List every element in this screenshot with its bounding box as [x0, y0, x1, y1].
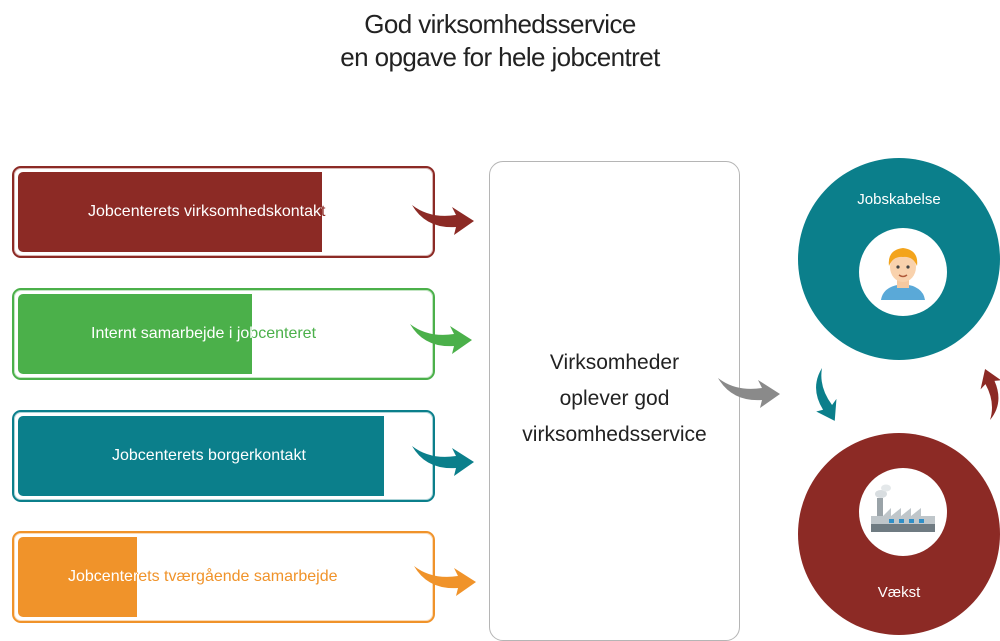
- bar-borgerkontakt: Jobcenterets borgerkontakt Jobcenterets …: [12, 410, 435, 502]
- circle-vaekst: Vækst: [798, 433, 1000, 635]
- factory-icon: [859, 468, 947, 556]
- arrow-center-icon: [718, 378, 780, 408]
- bar-virksomhedskontakt: Jobcenterets virksomhedskontakt Jobcente…: [12, 166, 435, 258]
- bar-label-overlay: Jobcenterets borgerkontakt: [18, 416, 384, 496]
- center-line-1: Virksomheder: [549, 351, 680, 374]
- bar-label: Jobcenterets tværgående samarbejde: [68, 568, 138, 585]
- circle-label-vaekst: Vækst: [877, 584, 921, 601]
- title-line-2: en opgave for hele jobcentret: [340, 42, 660, 72]
- center-box: Virksomheder oplever god virksomhedsserv…: [489, 161, 740, 641]
- circle-jobskabelse: Jobskabelse: [798, 158, 1000, 360]
- arrow-up-to-jobskabelse-icon: [973, 365, 1000, 420]
- bar-label: Jobcenterets virksomhedskontakt: [88, 203, 326, 220]
- bar-label-overlay: Jobcenterets tværgående samarbejde: [18, 537, 137, 617]
- bar-label: Jobcenterets borgerkontakt: [112, 447, 306, 464]
- diagram-title: God virksomhedsservice en opgave for hel…: [0, 8, 1000, 74]
- arrow-bar-3-icon: [412, 446, 474, 476]
- center-line-3: virksomhedsservice: [522, 423, 707, 446]
- bar-label: Jobcenterets tværgående samarbejde: [68, 568, 338, 585]
- arrow-bar-1-icon: [412, 205, 474, 235]
- arrow-bar-4-icon: [414, 566, 476, 596]
- bar-fill: [18, 416, 384, 496]
- center-text: Virksomheder oplever god virksomhedsserv…: [490, 345, 739, 453]
- bar-label: Internt samarbejde i jobcenteret: [91, 325, 317, 342]
- person-icon: [859, 228, 947, 316]
- center-line-2: oplever god: [559, 387, 670, 410]
- bar-label: Jobcenterets virksomhedskontakt: [88, 203, 323, 220]
- bar-fill: [18, 172, 323, 252]
- bar-label: Internt samarbejde i jobcenteret: [91, 325, 252, 342]
- bar-label-overlay: Internt samarbejde i jobcenteret: [18, 294, 252, 374]
- bar-label: Jobcenterets borgerkontakt: [112, 447, 306, 464]
- bar-fill: [18, 294, 253, 374]
- circle-label-jobskabelse: Jobskabelse: [857, 191, 941, 208]
- title-line-1: God virksomhedsservice: [364, 9, 636, 39]
- bar-tvaergaaende-samarbejde: Jobcenterets tværgående samarbejde Jobce…: [12, 531, 435, 623]
- arrows-layer: [410, 205, 1000, 596]
- bar-label-overlay: Jobcenterets virksomhedskontakt: [18, 172, 322, 252]
- arrow-bar-2-icon: [410, 324, 472, 354]
- arrow-down-to-vaekst-icon: [799, 368, 847, 427]
- bar-internt-samarbejde: Internt samarbejde i jobcenteret Internt…: [12, 288, 435, 380]
- bar-fill: [18, 537, 138, 617]
